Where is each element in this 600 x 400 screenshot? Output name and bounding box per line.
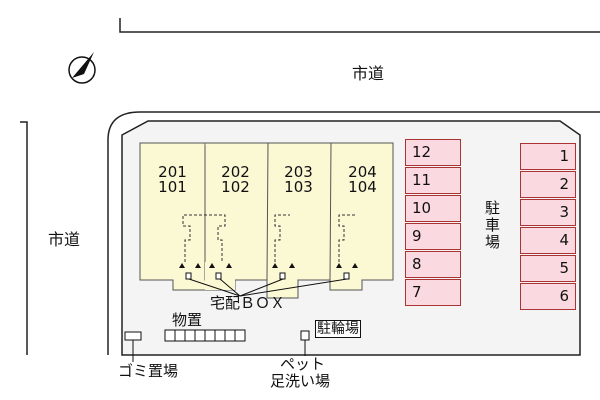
- pet-wash-label-2: 足洗い場: [270, 372, 331, 390]
- garbage-area-label: ゴミ置場: [118, 362, 179, 380]
- road-label-top: 市道: [352, 64, 385, 83]
- parking-space-8[interactable]: 8: [405, 251, 461, 278]
- parking-space-11[interactable]: 11: [405, 167, 461, 194]
- parking-space-10[interactable]: 10: [405, 195, 461, 222]
- parking-space-9[interactable]: 9: [405, 223, 461, 250]
- parking-space-7[interactable]: 7: [405, 279, 461, 306]
- road-label-left: 市道: [48, 230, 81, 249]
- parking-space-3[interactable]: 3: [520, 199, 576, 226]
- parking-space-1[interactable]: 1: [520, 143, 576, 170]
- parking-space-2[interactable]: 2: [520, 171, 576, 198]
- storage-label: 物置: [172, 311, 203, 329]
- delivery-box-label: 宅配ＢＯＸ: [210, 294, 286, 312]
- parking-space-5[interactable]: 5: [520, 255, 576, 282]
- parking-space-6[interactable]: 6: [520, 283, 576, 310]
- bicycle-parking-label: 駐輪場: [315, 320, 361, 338]
- parking-space-12[interactable]: 12: [405, 139, 461, 166]
- parking-label: 駐車場: [485, 199, 501, 251]
- pet-wash-label-1: ペット: [280, 355, 326, 373]
- parking-space-4[interactable]: 4: [520, 227, 576, 254]
- compass-icon: [68, 52, 96, 84]
